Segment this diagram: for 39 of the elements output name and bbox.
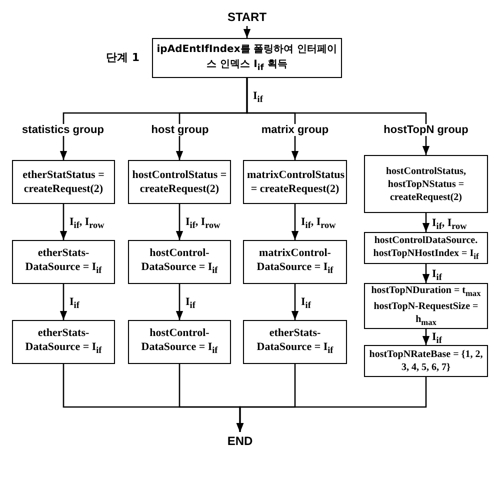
process-box: etherStats-DataSource = I$_{if}$ (12, 240, 115, 284)
process-box: etherStats-DataSource = I$_{if}$ (12, 320, 115, 364)
arrow (243, 26, 251, 38)
group-label: hostTopN group (382, 124, 470, 136)
process-box: hostTopNDuration = t$_{max}$ hostTopN-RequestSize = h$_{max}$ (364, 283, 488, 329)
arrow (236, 377, 427, 432)
process-box: matrixControl-DataSource = I$_{if}$ (243, 240, 347, 284)
arrow (422, 329, 430, 345)
process-box: etherStatStatus = createRequest(2) (12, 160, 115, 204)
process-box: hostControlStatus = createRequest(2) (128, 160, 231, 204)
edge-label: I$_{if}$, I$_{row}$ (301, 216, 336, 232)
edge-label: I$_{if}$ (432, 268, 442, 283)
process-box: hostControl-DataSource = I$_{if}$ (128, 240, 231, 284)
process-box: hostControlDataSource. hostTopNHostIndex = I$_{if}$ (364, 232, 488, 264)
process-box: matrixControlStatus = createRequest(2) (243, 160, 347, 204)
arrow (291, 284, 299, 320)
arrow (60, 204, 68, 240)
group-label: host group (150, 124, 210, 136)
process-box: etherStats-DataSource = I$_{if}$ (243, 320, 347, 364)
arrow (176, 284, 184, 320)
process-box: hostControlStatus, hostTopNStatus = createRequest(2) (364, 155, 488, 213)
arrow (246, 78, 430, 155)
end-label: END (215, 432, 265, 450)
edge-label: I$_{if}$, I$_{row}$ (432, 216, 467, 232)
arrow (422, 264, 430, 283)
arrow (176, 204, 184, 240)
start-label: START (217, 8, 277, 26)
arrow (60, 284, 68, 320)
step-number: 단계 1 (106, 52, 140, 64)
process-box: hostControl-DataSource = I$_{if}$ (128, 320, 231, 364)
process-box: hostTopNRateBase = {1, 2, 3, 4, 5, 6, 7} (364, 345, 488, 377)
step-box: ipAdEntIfIndex를 폴링하여 인터페이스 인덱스 I$_{if}$ 획득 (152, 38, 342, 78)
edge-label: I$_{if}$ (253, 90, 263, 105)
edge-label: I$_{if}$, I$_{row}$ (70, 216, 104, 232)
edge-label: I$_{if}$, I$_{row}$ (186, 216, 220, 232)
group-label: matrix group (260, 124, 330, 136)
arrow (422, 213, 430, 232)
arrow (291, 204, 299, 240)
group-label: statistics group (21, 124, 105, 136)
